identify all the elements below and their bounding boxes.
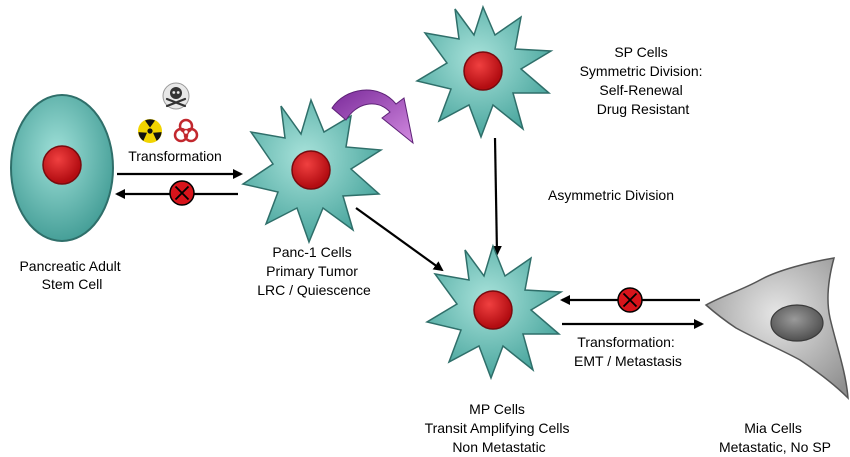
panc1-label: Panc-1 Cells Primary Tumor LRC / Quiesce… bbox=[257, 244, 371, 298]
skull-crossbones-icon bbox=[162, 82, 190, 110]
asymmetric-division-label: Asymmetric Division bbox=[548, 187, 674, 203]
blocked-circle-icon bbox=[617, 287, 643, 313]
radiation-icon bbox=[138, 119, 162, 143]
stem-cell-label: Pancreatic Adult Stem Cell bbox=[19, 258, 124, 292]
mp-cells-label: MP Cells Transit Amplifying Cells Non Me… bbox=[425, 401, 574, 455]
emt-label: Transformation: EMT / Metastasis bbox=[574, 334, 682, 369]
panc1-to-mp-arrow bbox=[355, 207, 444, 272]
self-renewal-curved-arrow bbox=[331, 89, 414, 145]
sp-cells-label: SP Cells Symmetric Division: Self-Renewa… bbox=[580, 44, 707, 117]
biohazard-icon bbox=[173, 118, 199, 143]
panc1-cell bbox=[241, 97, 384, 245]
pancreatic-adult-stem-cell bbox=[10, 94, 114, 242]
mia-cell bbox=[704, 257, 849, 400]
blocked-circle-icon bbox=[169, 180, 195, 206]
mp-cell bbox=[425, 243, 564, 381]
sp-cell bbox=[415, 4, 554, 140]
sp-to-mp-arrow bbox=[491, 137, 502, 256]
mia-cells-label: Mia Cells Metastatic, No SP bbox=[719, 420, 831, 455]
transformation-label: Transformation bbox=[128, 148, 222, 164]
